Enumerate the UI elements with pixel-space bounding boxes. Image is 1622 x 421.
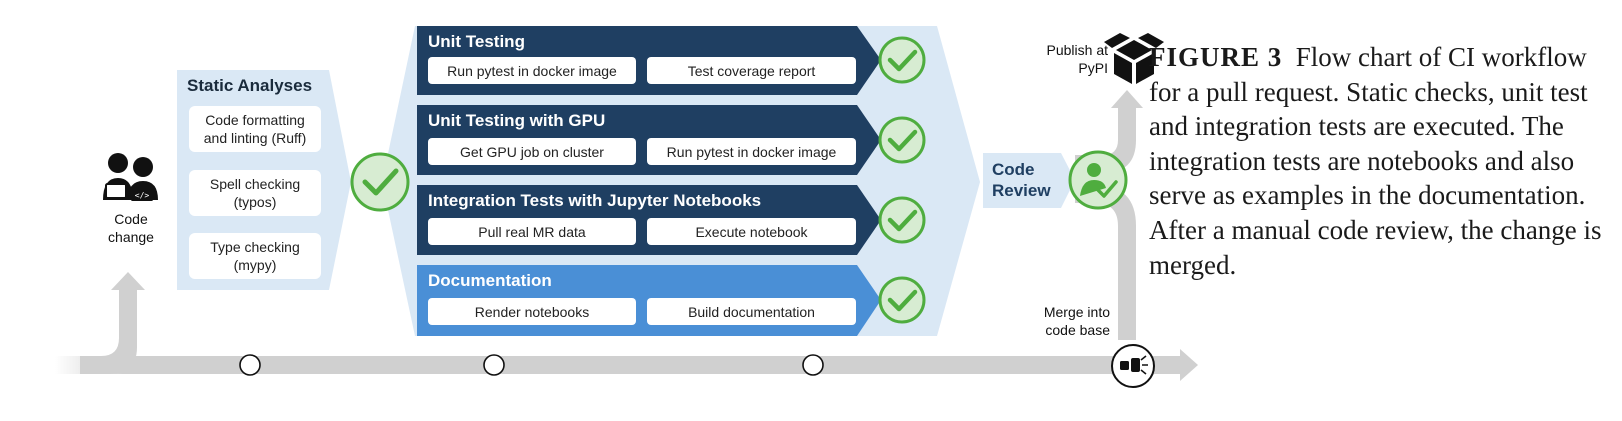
code-review-label: Code Review bbox=[992, 159, 1051, 201]
static-item-ruff-line2: and linting (Ruff) bbox=[203, 130, 307, 146]
code-review-line2: Review bbox=[992, 181, 1051, 200]
code-change-label: Code change bbox=[96, 210, 166, 246]
stage1-button-2: Test coverage report bbox=[647, 57, 856, 84]
static-item-mypy-line2: (mypy) bbox=[233, 257, 277, 273]
stage-title-unit-testing: Unit Testing bbox=[428, 32, 525, 51]
stage2-button-2: Run pytest in docker image bbox=[647, 138, 856, 165]
static-item-typos: Spell checking (typos) bbox=[189, 170, 321, 216]
figure-caption: FIGURE 3 Flow chart of CI workflow for a… bbox=[1149, 40, 1619, 282]
code-change-arrowhead bbox=[111, 272, 145, 290]
stage4-button-1: Render notebooks bbox=[428, 298, 636, 325]
pypi-package-icon bbox=[1104, 33, 1164, 84]
svg-text:</>: </> bbox=[135, 191, 150, 200]
stage4-button-2: Build documentation bbox=[647, 298, 856, 325]
static-item-mypy-line1: Type checking bbox=[210, 239, 300, 255]
static-item-typos-line1: Spell checking bbox=[209, 176, 301, 192]
publish-label-line2: PyPI bbox=[1078, 60, 1108, 76]
merge-icon bbox=[1120, 355, 1148, 375]
reviewer-check-icon bbox=[1068, 150, 1128, 210]
code-change-label-line2: change bbox=[108, 229, 154, 245]
stage-check-icon-4 bbox=[878, 276, 926, 324]
publish-label: Publish at PyPI bbox=[1026, 41, 1108, 77]
code-review-line1: Code bbox=[992, 160, 1035, 179]
code-change-label-line1: Code bbox=[114, 211, 148, 227]
merge-branch bbox=[1075, 185, 1136, 340]
figure-caption-label: FIGURE 3 bbox=[1149, 42, 1283, 72]
merge-label-line2: code base bbox=[1045, 322, 1110, 338]
static-analyses-title: Static Analyses bbox=[187, 76, 313, 95]
static-check-icon bbox=[350, 152, 410, 212]
publish-arrowhead bbox=[1111, 90, 1143, 108]
track-node-stages-end bbox=[802, 354, 824, 376]
merge-label-line1: Merge into bbox=[1043, 304, 1110, 320]
stages-panel bbox=[382, 26, 980, 336]
code-change-branch bbox=[80, 290, 137, 374]
stage-title-unit-testing-gpu: Unit Testing with GPU bbox=[428, 111, 606, 130]
figure-caption-text: Flow chart of CI workflow for a pull req… bbox=[1149, 42, 1602, 280]
static-item-typos-line2: (typos) bbox=[233, 194, 277, 210]
static-item-ruff: Code formatting and linting (Ruff) bbox=[189, 106, 321, 152]
stage3-button-2: Execute notebook bbox=[647, 218, 856, 245]
stage-check-icon-3 bbox=[878, 196, 926, 244]
stage2-button-1: Get GPU job on cluster bbox=[428, 138, 636, 165]
stage3-button-1: Pull real MR data bbox=[428, 218, 636, 245]
stage-check-icon-2 bbox=[878, 116, 926, 164]
stage-title-documentation: Documentation bbox=[428, 271, 552, 290]
developers-icon: </> bbox=[103, 153, 158, 201]
static-item-ruff-line1: Code formatting bbox=[205, 112, 305, 128]
static-item-mypy: Type checking (mypy) bbox=[189, 233, 321, 279]
merge-label: Merge into code base bbox=[1014, 303, 1110, 339]
stage1-button-1: Run pytest in docker image bbox=[428, 57, 636, 84]
code-review-box bbox=[983, 153, 1075, 208]
track-node-stages-start bbox=[483, 354, 505, 376]
stage-check-icon-1 bbox=[878, 36, 926, 84]
stage-title-integration-tests: Integration Tests with Jupyter Notebooks bbox=[428, 191, 762, 210]
main-track bbox=[55, 356, 1185, 374]
publish-label-line1: Publish at bbox=[1046, 42, 1108, 58]
track-arrowhead bbox=[1180, 349, 1198, 381]
track-node-static bbox=[239, 354, 261, 376]
